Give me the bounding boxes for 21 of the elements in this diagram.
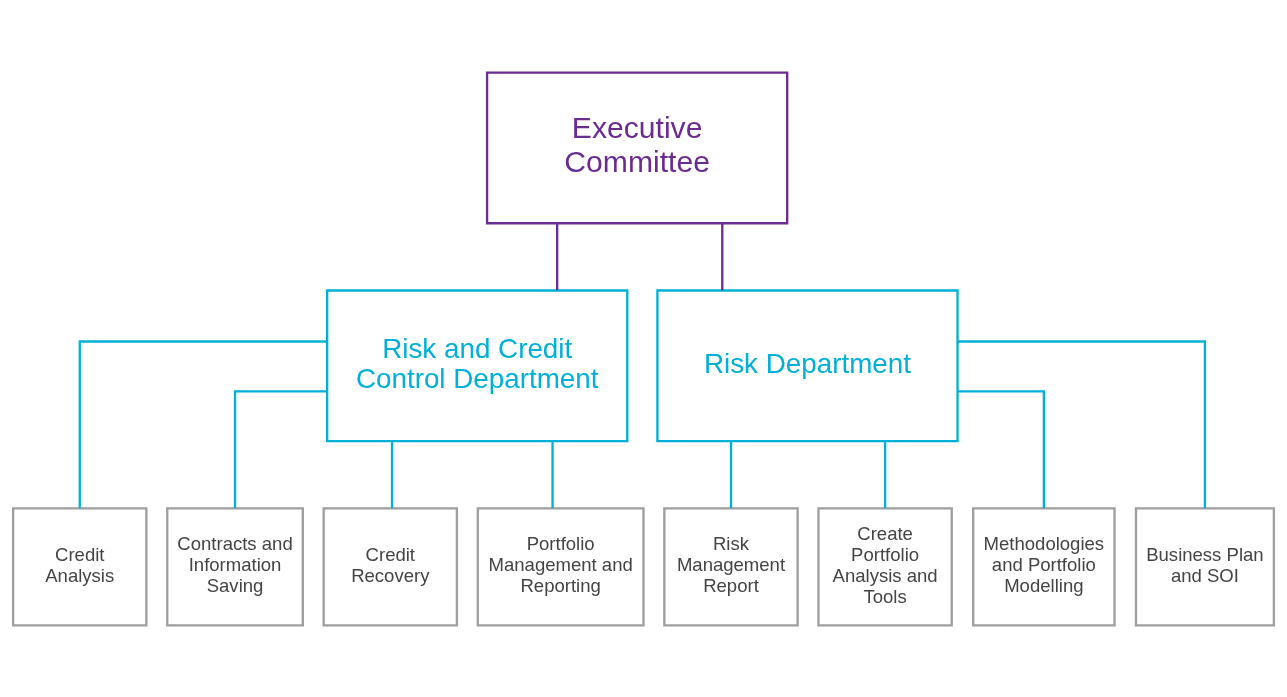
connector <box>883 440 887 508</box>
connector <box>729 440 733 508</box>
node-box: Risk Department <box>656 288 959 442</box>
connector <box>957 339 1207 508</box>
connector <box>390 440 394 508</box>
node-box: Business Plan and SOI <box>1134 506 1276 626</box>
connector <box>957 389 1045 508</box>
connector <box>78 339 327 508</box>
node-box: Contracts and Information Saving <box>166 506 304 626</box>
connector <box>233 389 327 508</box>
connector <box>721 223 724 290</box>
node-box: Executive Committee <box>485 71 789 224</box>
node-box: Risk and Credit Control Department <box>326 288 629 442</box>
node-box: Methodologies and Portfolio Modelling <box>972 506 1116 626</box>
node-box: Create Portfolio Analysis and Tools <box>817 506 953 626</box>
node-box: Risk Management Report <box>663 506 799 626</box>
node-box: Portfolio Management and Reporting <box>476 506 645 626</box>
node-box: Credit Analysis <box>11 506 148 626</box>
connector <box>551 440 554 508</box>
node-box: Credit Recovery <box>322 506 459 626</box>
connector <box>556 223 559 290</box>
